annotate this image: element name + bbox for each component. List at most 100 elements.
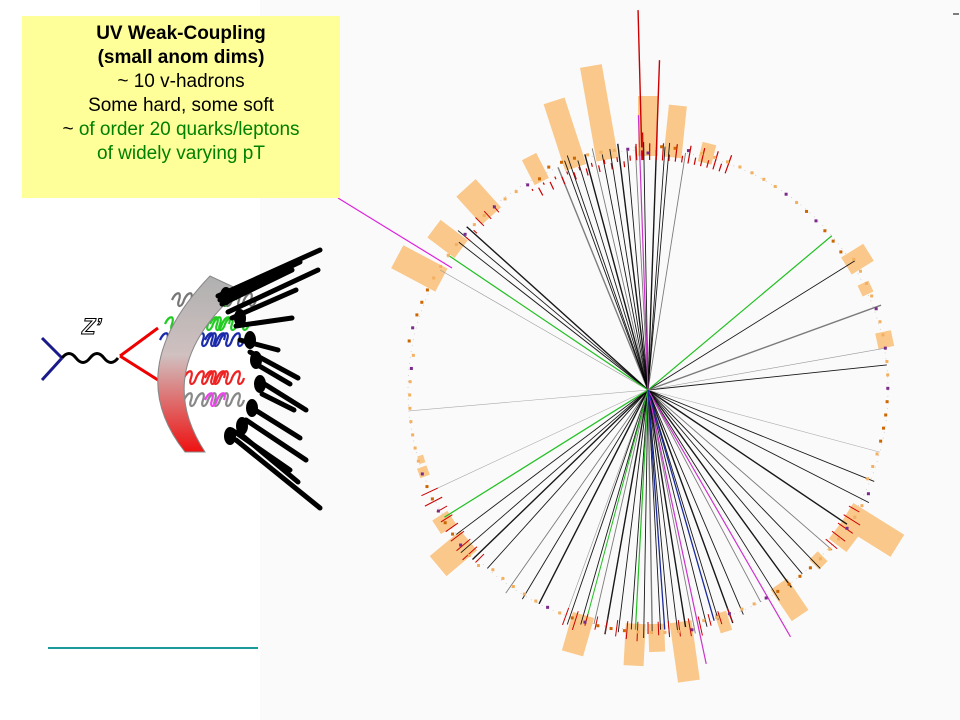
particle-track xyxy=(466,226,649,391)
particle-track xyxy=(460,389,649,554)
detector-dot xyxy=(853,515,857,519)
calorimeter-hit xyxy=(706,160,710,168)
calorimeter-tower xyxy=(623,623,646,667)
particle-track xyxy=(487,389,649,569)
calorimeter-hit xyxy=(667,621,671,637)
soft-track xyxy=(430,389,649,492)
calorimeter-hit xyxy=(562,607,570,626)
detector-dot xyxy=(559,160,563,164)
calorimeter-hit xyxy=(718,163,723,172)
detector-dot xyxy=(415,313,419,317)
calorimeter-hit xyxy=(697,616,703,636)
calorimeter-hit xyxy=(475,553,485,563)
particle-track xyxy=(647,150,658,391)
calorimeter-hit xyxy=(566,171,569,175)
calorimeter-hit xyxy=(616,157,619,163)
box-line-quarks-prefix: ~ xyxy=(62,119,79,140)
particle-track xyxy=(538,389,649,605)
detector-dot xyxy=(660,145,664,149)
calorimeter-tower xyxy=(391,245,448,292)
calorimeter-hit xyxy=(848,505,860,513)
calorimeter-hit xyxy=(561,176,566,185)
calorimeter-hit xyxy=(625,621,629,640)
detector-dot xyxy=(446,253,450,257)
electron-track xyxy=(647,389,715,621)
calorimeter-hit xyxy=(440,514,453,523)
detector-dot xyxy=(443,521,447,525)
calorimeter-hit xyxy=(594,616,599,630)
detector-dot xyxy=(416,459,420,463)
hadronization-shell xyxy=(157,275,241,453)
calorimeter-hit xyxy=(610,162,613,170)
detector-dot xyxy=(673,146,677,150)
particle-track xyxy=(647,389,679,633)
gluon-coil xyxy=(203,392,226,408)
calorimeter-hit xyxy=(655,60,661,161)
particle-track xyxy=(630,389,649,630)
detector-dot xyxy=(537,177,541,181)
hadron-jet xyxy=(233,437,323,511)
detector-dot xyxy=(636,630,640,634)
particle-track xyxy=(564,160,649,391)
particle-track xyxy=(647,389,821,569)
calorimeter-towers xyxy=(391,64,905,683)
detector-dot xyxy=(599,150,603,154)
detector-dot xyxy=(814,219,818,223)
detector-ring xyxy=(407,149,889,631)
detector-dot xyxy=(472,223,476,227)
particle-track xyxy=(647,152,686,391)
calorimeter-hit xyxy=(590,162,593,167)
particle-track xyxy=(458,241,649,391)
detector-dot xyxy=(762,177,766,181)
detector-dot xyxy=(586,153,590,157)
calorimeter-hit xyxy=(707,613,712,626)
calorimeter-tower xyxy=(543,97,587,171)
calorimeter-hit xyxy=(538,187,544,196)
electron-track xyxy=(647,389,666,630)
particle-track xyxy=(626,150,649,391)
detector-hits xyxy=(421,10,861,642)
detector-dot xyxy=(430,497,434,501)
particle-track xyxy=(647,389,780,601)
calorimeter-hit xyxy=(717,611,723,625)
gluon-coil xyxy=(203,332,226,348)
particle-track xyxy=(647,260,856,391)
box-line-quarks-text: of order 20 quarks/leptons xyxy=(78,119,300,140)
annotation-box: UV Weak-Coupling (small anom dims) ~ 10 … xyxy=(22,16,340,198)
hadron-blob xyxy=(250,351,262,369)
detector-dot xyxy=(407,339,411,343)
lepton-track xyxy=(448,255,649,391)
detector-dot xyxy=(677,629,681,633)
detector-dot xyxy=(837,537,841,541)
box-line-quarks: ~ of order 20 quarks/leptons xyxy=(22,118,340,142)
calorimeter-hit xyxy=(712,151,719,170)
detector-dot xyxy=(881,333,885,337)
soft-track xyxy=(440,269,649,391)
detector-dot xyxy=(727,612,731,616)
particle-track xyxy=(457,230,649,391)
particle-track xyxy=(647,142,671,391)
particle-track xyxy=(609,148,649,391)
calorimeter-hit xyxy=(421,487,438,497)
particle-track xyxy=(643,142,649,391)
detector-dot xyxy=(572,156,576,160)
calorimeter-tower xyxy=(648,623,666,653)
detector-dot xyxy=(413,446,417,450)
incoming-antiquark-line xyxy=(40,356,64,382)
particle-track xyxy=(643,389,649,638)
particle-track xyxy=(647,304,882,391)
calorimeter-hit xyxy=(687,618,692,637)
detector-dot xyxy=(864,281,868,285)
detector-dot xyxy=(411,353,415,357)
calorimeter-hit xyxy=(598,165,601,173)
particle-track xyxy=(647,389,719,620)
detector-dot xyxy=(482,213,486,217)
hadron-jet xyxy=(255,377,309,413)
detector-dot xyxy=(411,433,415,437)
detector-dot xyxy=(409,366,413,370)
calorimeter-hit xyxy=(825,538,838,550)
box-title: UV Weak-Coupling xyxy=(96,23,266,44)
hadron-jet xyxy=(253,361,293,387)
calorimeter-hit xyxy=(604,618,609,634)
muon-track xyxy=(637,115,649,391)
